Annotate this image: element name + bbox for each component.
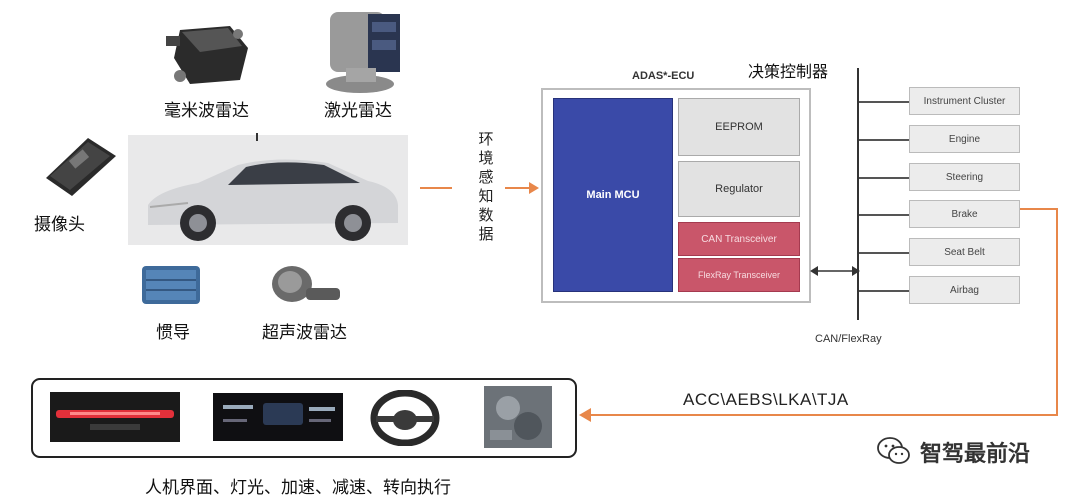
bus-tap <box>859 214 909 216</box>
can-transceiver-block: CAN Transceiver <box>678 222 800 256</box>
car-image <box>128 135 408 245</box>
engine-box: Engine <box>909 125 1020 153</box>
bus-tap <box>859 139 909 141</box>
lidar-label: 激光雷达 <box>324 101 392 121</box>
env-data-label: 环 境 感 知 数 据 <box>476 130 496 244</box>
brake-box: Brake <box>909 200 1020 228</box>
ultrasonic-radar-image <box>272 266 340 302</box>
functions-label: ACC\AEBS\LKA\TJA <box>683 390 849 409</box>
bus-label: CAN/FlexRay <box>815 333 882 345</box>
ecu-title: ADAS*-ECU <box>632 70 695 82</box>
bus-tap <box>859 290 909 292</box>
steering-wheel-image <box>370 390 440 446</box>
ultrasonic-radar-label: 超声波雷达 <box>262 323 347 343</box>
airbag-box: Airbag <box>909 276 1020 304</box>
ecu-bus-arrow <box>810 266 860 276</box>
return-line-horizontal-bottom <box>590 414 1058 416</box>
can-flexray-bus <box>857 68 859 320</box>
env-char: 境 <box>478 149 494 167</box>
env-char: 数 <box>478 206 494 224</box>
bus-tap <box>859 101 909 103</box>
data-to-ecu-arrow <box>505 182 539 194</box>
watermark-text: 智驾最前沿 <box>920 442 1031 467</box>
env-char: 据 <box>478 225 494 243</box>
lidar-image <box>326 12 400 93</box>
car-mast <box>256 133 258 141</box>
regulator-block: Regulator <box>678 161 800 217</box>
instrument-cluster-box: Instrument Cluster <box>909 87 1020 115</box>
env-char: 知 <box>478 187 494 205</box>
seat-belt-box: Seat Belt <box>909 238 1020 266</box>
execution-label: 人机界面、灯光、加速、减速、转向执行 <box>145 478 451 498</box>
wechat-logo-icon <box>877 437 910 464</box>
env-char: 感 <box>478 168 494 186</box>
mmwave-radar-label: 毫米波雷达 <box>164 101 249 121</box>
bus-tap <box>859 252 909 254</box>
actuator-mechanism-image <box>484 386 552 448</box>
bus-tap <box>859 177 909 179</box>
eeprom-block: EEPROM <box>678 98 800 156</box>
main-mcu-block: Main MCU <box>553 98 673 292</box>
env-char: 环 <box>478 130 494 148</box>
decision-controller-label: 决策控制器 <box>748 62 829 81</box>
imu-label: 惯导 <box>156 323 190 343</box>
camera-image <box>46 138 116 196</box>
return-line-vertical <box>1056 208 1058 416</box>
steering-box: Steering <box>909 163 1020 191</box>
taillight-image <box>50 392 180 442</box>
mmwave-radar-image <box>166 26 248 84</box>
imu-image <box>142 266 200 304</box>
return-line-horizontal-top <box>1020 208 1058 210</box>
flexray-transceiver-block: FlexRay Transceiver <box>678 258 800 292</box>
hmi-dashboard-image <box>213 393 343 441</box>
sensor-to-data-line <box>420 187 452 189</box>
return-arrowhead <box>579 408 591 422</box>
camera-label: 摄像头 <box>34 215 85 235</box>
